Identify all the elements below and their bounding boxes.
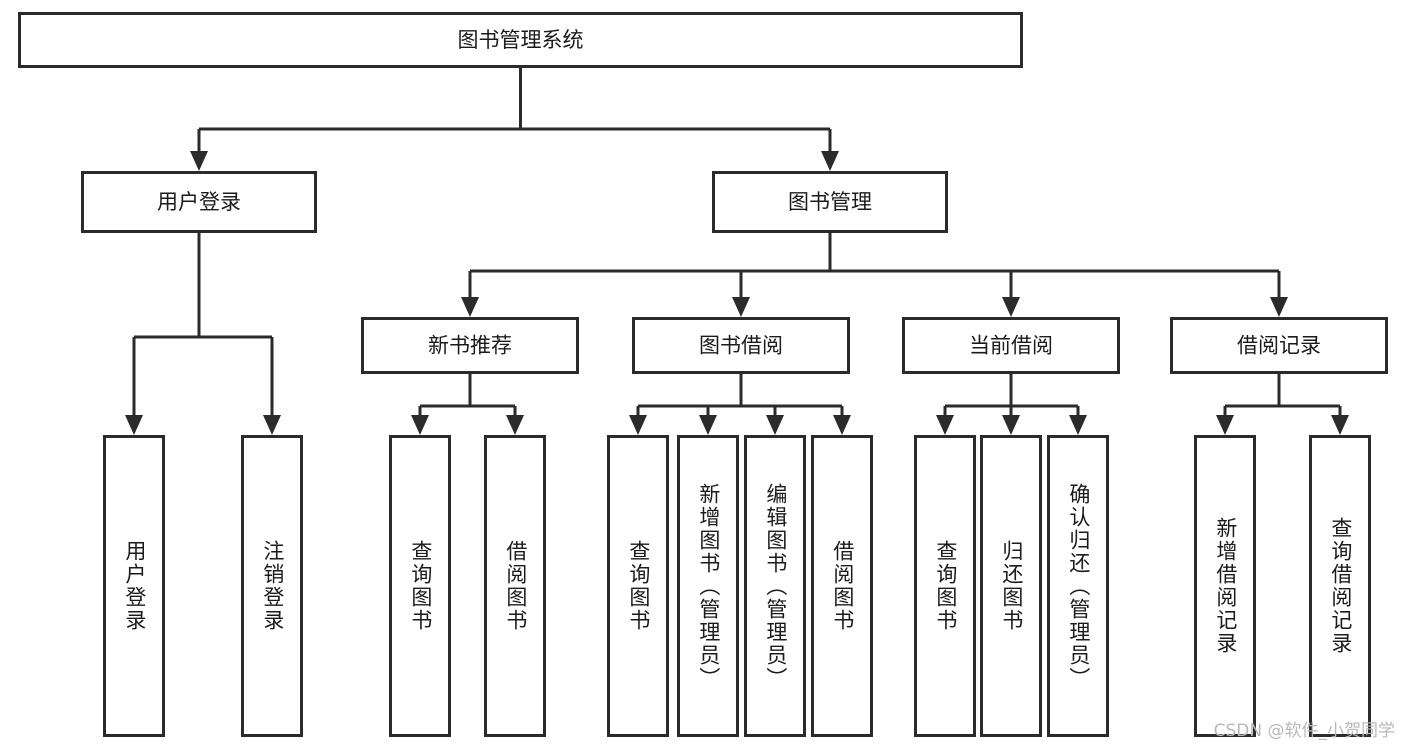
- arrow-down-icon-leaf-add-book: [699, 415, 717, 435]
- node-box-l2-book-borrow[interactable]: [632, 317, 850, 374]
- node-label-l2-borrow-record: 借阅记录: [1237, 334, 1321, 358]
- arrow-down-icon-leaf-add-record: [1216, 415, 1234, 435]
- node-box-leaf-edit-book[interactable]: [744, 435, 806, 737]
- arrow-down-icon-l1-book-manage: [821, 151, 839, 171]
- arrow-down-icon-leaf-query-book-1: [411, 415, 429, 435]
- arrow-down-icon-l2-new-book-rec: [461, 297, 479, 317]
- node-label-l1-book-manage: 图书管理: [788, 190, 872, 214]
- node-box-leaf-add-book[interactable]: [677, 435, 739, 737]
- node-box-leaf-query-book-2[interactable]: [607, 435, 669, 737]
- arrow-down-icon-l2-borrow-record: [1270, 297, 1288, 317]
- node-box-leaf-return-book[interactable]: [980, 435, 1042, 737]
- node-box-leaf-borrow-book-1[interactable]: [484, 435, 546, 737]
- arrow-down-icon-leaf-query-book-2: [629, 415, 647, 435]
- watermark-text: CSDN @软件_小贺同学: [1213, 721, 1395, 741]
- arrow-down-icon-leaf-borrow-book-1: [506, 415, 524, 435]
- node-label-l1-user-login: 用户登录: [157, 190, 241, 214]
- arrow-down-icon-leaf-edit-book: [766, 415, 784, 435]
- node-box-l2-current-borrow[interactable]: [902, 317, 1120, 374]
- node-label-l2-book-borrow: 图书借阅: [699, 334, 783, 358]
- node-label-l2-current-borrow: 当前借阅: [969, 334, 1053, 358]
- arrow-down-icon-leaf-user-logout: [263, 415, 281, 435]
- node-box-leaf-user-logout[interactable]: [241, 435, 303, 737]
- node-box-leaf-borrow-book-2[interactable]: [811, 435, 873, 737]
- arrow-down-icon-leaf-return-book: [1002, 415, 1020, 435]
- node-box-leaf-query-book-3[interactable]: [914, 435, 976, 737]
- arrow-down-icon-l1-user-login: [190, 151, 208, 171]
- arrow-down-icon-leaf-borrow-book-2: [833, 415, 851, 435]
- node-box-l1-book-manage[interactable]: [712, 171, 948, 233]
- node-label-root: 图书管理系统: [458, 28, 584, 52]
- arrow-down-icon-leaf-query-record: [1331, 415, 1349, 435]
- arrow-down-icon-l2-current-borrow: [1002, 297, 1020, 317]
- arrow-down-icon-leaf-query-book-3: [936, 415, 954, 435]
- arrow-down-icon-leaf-user-login: [125, 415, 143, 435]
- node-box-leaf-query-book-1[interactable]: [389, 435, 451, 737]
- node-box-l2-borrow-record[interactable]: [1170, 317, 1388, 374]
- arrow-down-icon-l2-book-borrow: [732, 297, 750, 317]
- node-box-l1-user-login[interactable]: [81, 171, 317, 233]
- arrow-down-icon-leaf-confirm-return: [1069, 415, 1087, 435]
- node-box-leaf-add-record[interactable]: [1194, 435, 1256, 737]
- node-box-leaf-query-record[interactable]: [1309, 435, 1371, 737]
- node-box-leaf-user-login[interactable]: [103, 435, 165, 737]
- node-box-l2-new-book-rec[interactable]: [361, 317, 579, 374]
- node-box-leaf-confirm-return[interactable]: [1047, 435, 1109, 737]
- node-box-root[interactable]: [18, 12, 1023, 68]
- connector-edges: [125, 68, 1349, 435]
- node-label-l2-new-book-rec: 新书推荐: [428, 334, 512, 358]
